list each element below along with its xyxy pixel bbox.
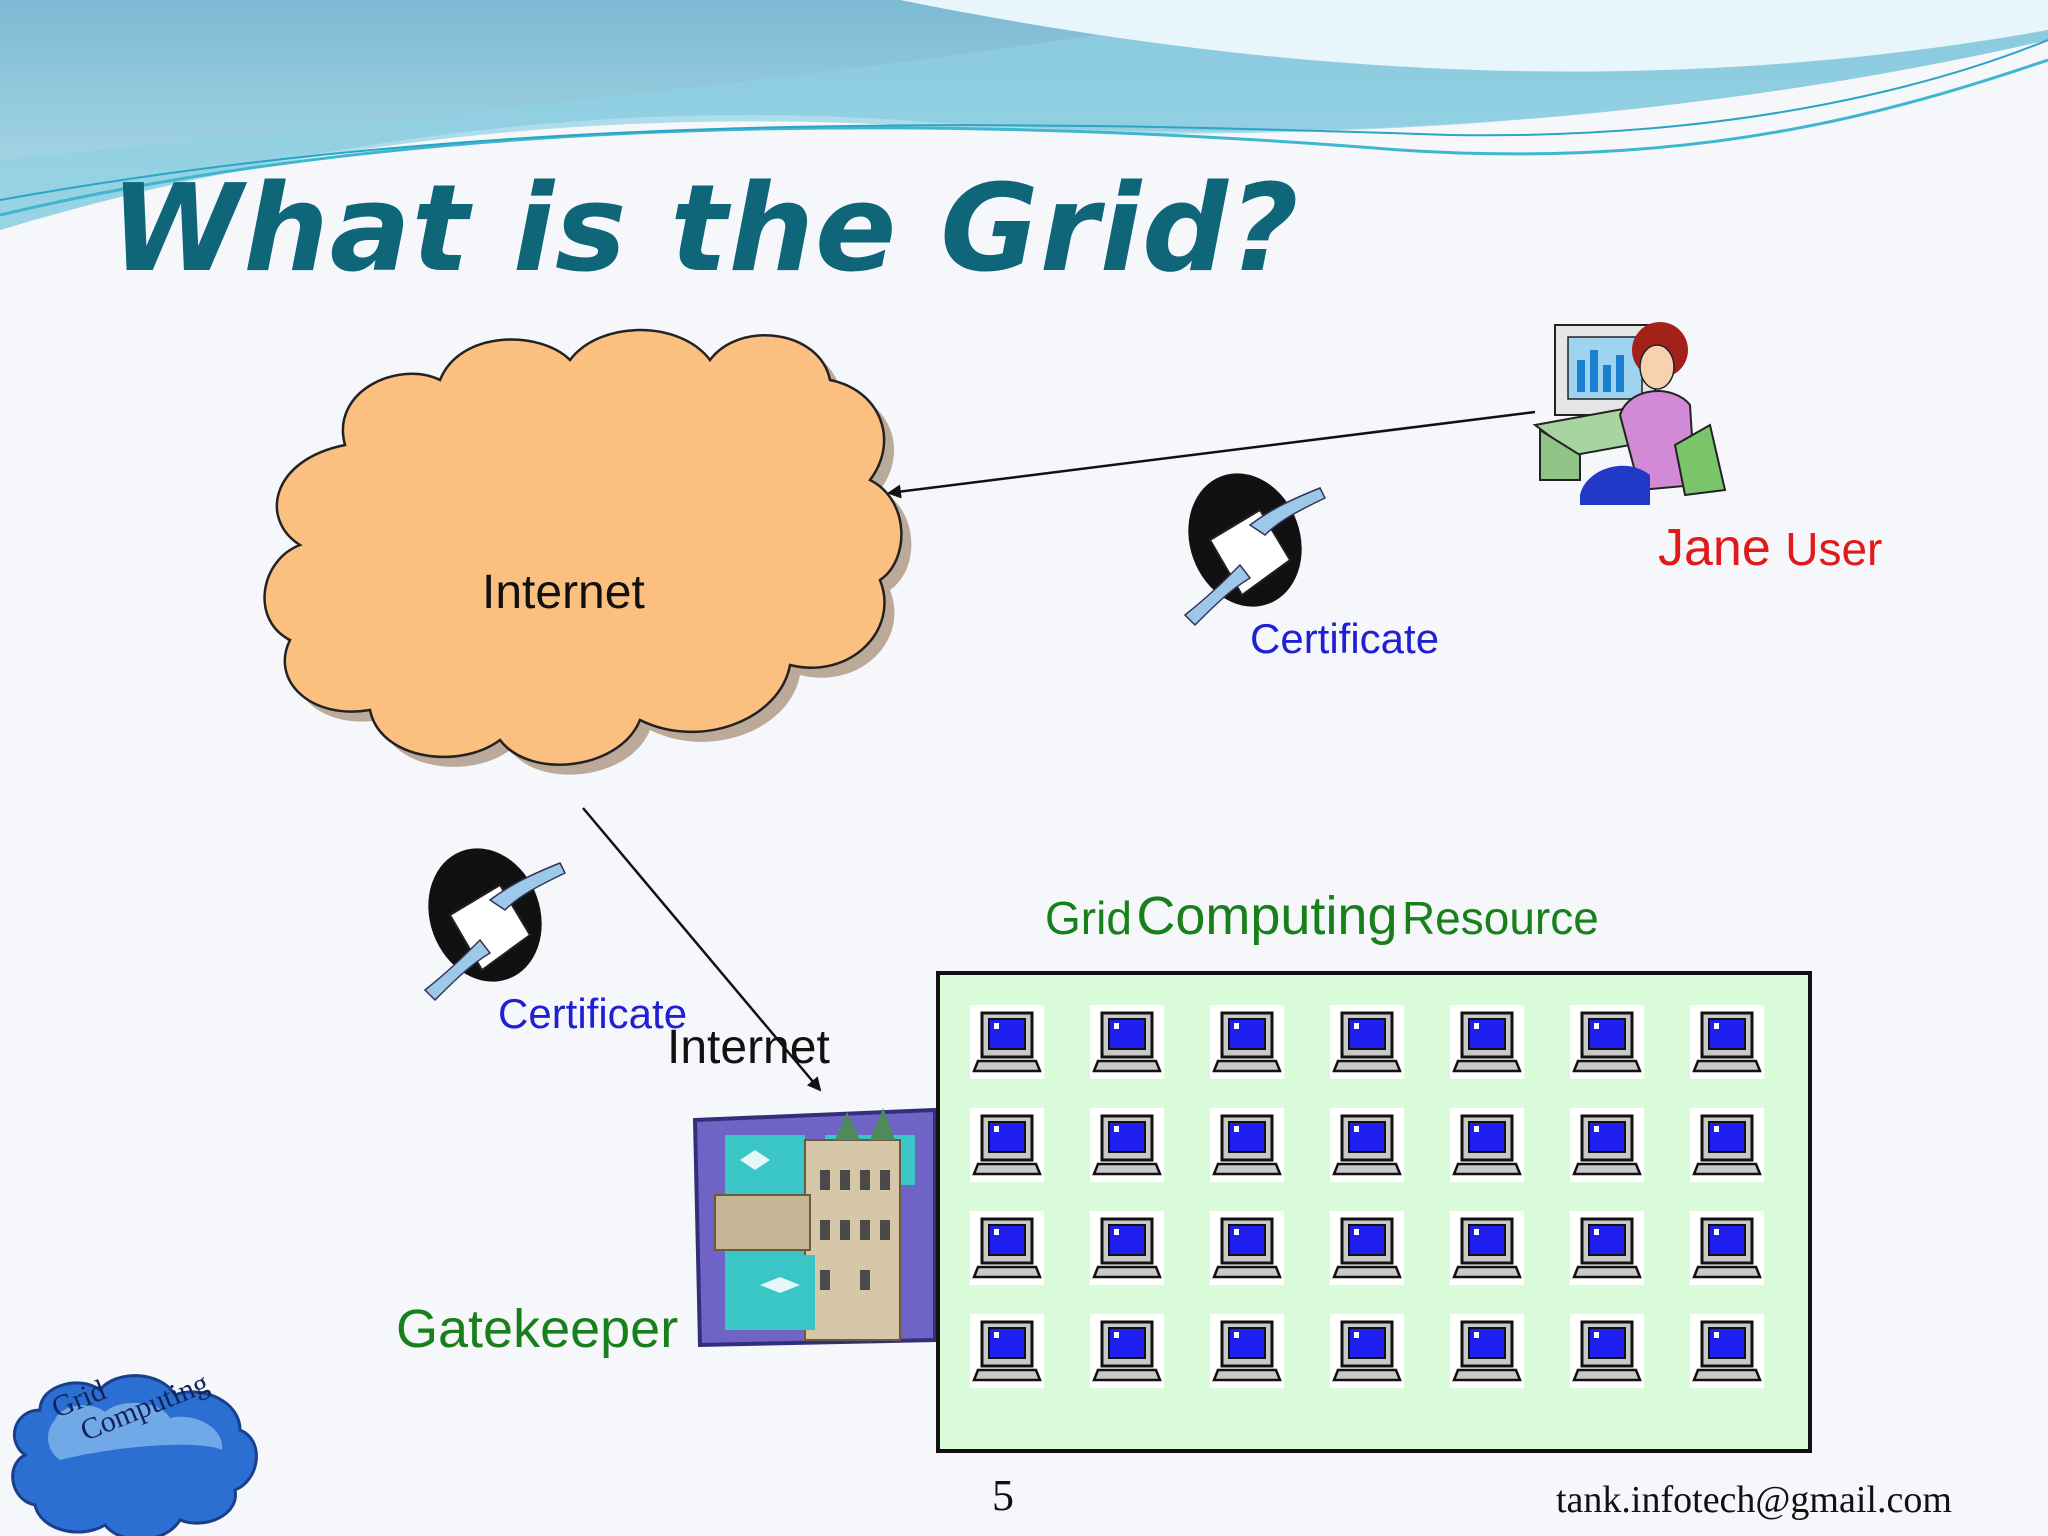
computer-icon — [970, 1005, 1044, 1079]
gatekeeper-building-illustration — [692, 1107, 937, 1348]
resource-label: Grid Computing Resource — [1045, 885, 1599, 947]
arrow-internet-to-gatekeeper — [582, 807, 822, 1092]
user-first-name: Jane — [1658, 519, 1771, 577]
user-at-computer-illustration — [1532, 322, 1727, 505]
resource-label-part2: Computing — [1136, 886, 1398, 946]
computer-icon — [1090, 1005, 1164, 1079]
resource-label-part1: Grid — [1045, 892, 1132, 944]
computer-icon — [970, 1211, 1044, 1285]
gatekeeper-label: Gatekeeper — [396, 1299, 679, 1359]
computer-icon — [1090, 1108, 1164, 1182]
computer-icon — [1330, 1211, 1404, 1285]
computer-icon — [1330, 1108, 1404, 1182]
computer-icon — [1450, 1314, 1524, 1388]
computer-icon — [970, 1314, 1044, 1388]
computer-icon — [1570, 1211, 1644, 1285]
computer-icon — [1570, 1314, 1644, 1388]
computer-icon — [1690, 1108, 1764, 1182]
user-label: Jane User — [1658, 518, 1882, 578]
computer-grid — [970, 1005, 1764, 1388]
computer-icon — [1090, 1314, 1164, 1388]
user-last-name: User — [1785, 523, 1883, 575]
grid-computing-logo — [11, 1374, 258, 1536]
certificate-label: Certificate — [498, 990, 688, 1037]
computer-icon — [1690, 1211, 1764, 1285]
page-number: 5 — [992, 1471, 1014, 1520]
computer-icon — [1570, 1108, 1644, 1182]
certificate-icon — [1183, 473, 1327, 627]
computer-icon — [1450, 1005, 1524, 1079]
computer-icon — [1210, 1314, 1284, 1388]
computer-icon — [1330, 1314, 1404, 1388]
computer-icon — [970, 1108, 1044, 1182]
computer-icon — [1690, 1005, 1764, 1079]
header-wave-decoration — [0, 0, 2048, 230]
computer-icon — [1450, 1108, 1524, 1182]
cloud-label: Internet — [482, 566, 645, 619]
computer-icon — [1210, 1108, 1284, 1182]
certificate-label: Certificate — [1250, 615, 1440, 662]
computer-icon — [1330, 1005, 1404, 1079]
footer-email: tank.infotech@gmail.com — [1556, 1479, 1952, 1521]
computer-icon — [1450, 1211, 1524, 1285]
resource-label-part3: Resource — [1401, 892, 1599, 944]
arrow-user-to-internet — [887, 410, 1536, 499]
internet-cloud — [263, 328, 912, 775]
computer-icon — [1210, 1211, 1284, 1285]
page-title: What is the Grid? — [110, 160, 1300, 299]
computer-icon — [1210, 1005, 1284, 1079]
internet-label: Internet — [667, 1021, 830, 1074]
computer-icon — [1090, 1211, 1164, 1285]
computer-icon — [1570, 1005, 1644, 1079]
computer-icon — [1690, 1314, 1764, 1388]
certificate-icon — [423, 848, 567, 1002]
